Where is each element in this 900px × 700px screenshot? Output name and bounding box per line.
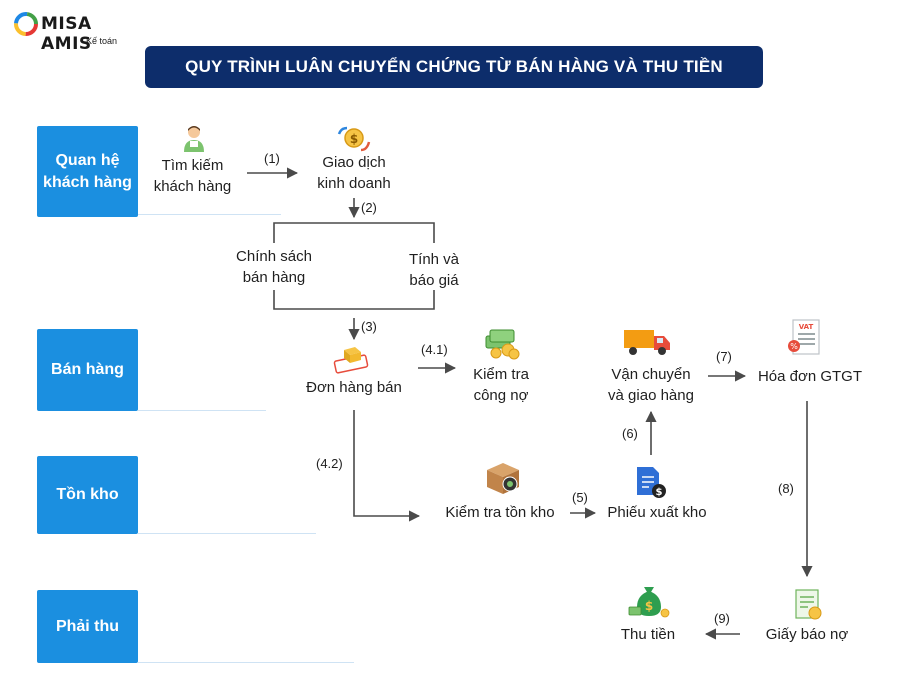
vat-invoice-icon: VAT % bbox=[788, 319, 820, 355]
lane-divider bbox=[138, 662, 354, 663]
node-kiem-tra-cong-no: Kiểm tra công nợ bbox=[473, 366, 529, 404]
step-label-7: (7) bbox=[716, 349, 732, 364]
bracket-top bbox=[273, 222, 435, 243]
svg-text:%: % bbox=[790, 342, 798, 351]
lane-quan-he-khach-hang: Quan hệ khách hàng bbox=[37, 126, 138, 217]
node-thu-tien: Thu tiền bbox=[620, 626, 676, 643]
node-van-chuyen-giao-hang: Vận chuyển và giao hàng bbox=[608, 366, 694, 404]
money-bag-icon: $ bbox=[628, 587, 670, 618]
node-phieu-xuat-kho: Phiếu xuất kho bbox=[607, 504, 707, 521]
lane-ton-kho: Tồn kho bbox=[37, 456, 138, 534]
node-don-hang-ban: Đơn hàng bán bbox=[306, 379, 402, 396]
step-label-6: (6) bbox=[622, 426, 638, 441]
step-label-4-2: (4.2) bbox=[316, 456, 343, 471]
lane-divider bbox=[138, 410, 266, 411]
svg-text:$: $ bbox=[656, 487, 663, 498]
step-label-3: (3) bbox=[361, 319, 377, 334]
arrow-4-2 bbox=[353, 410, 421, 522]
document-dollar-icon: $ bbox=[637, 467, 666, 498]
step-label-8: (8) bbox=[778, 481, 794, 496]
money-exchange-icon: $ bbox=[337, 126, 371, 152]
node-giay-bao-no: Giấy báo nợ bbox=[765, 626, 849, 643]
node-tim-kiem-khach-hang: Tìm kiếm khách hàng bbox=[153, 157, 232, 195]
lane-divider bbox=[138, 214, 281, 215]
step-label-9: (9) bbox=[714, 611, 730, 626]
svg-text:$: $ bbox=[350, 132, 358, 146]
brand-name: MISA AMIS bbox=[41, 14, 92, 54]
brand-sub: Kế toán bbox=[86, 36, 118, 46]
lane-ban-hang: Bán hàng bbox=[37, 329, 138, 411]
page-title: QUY TRÌNH LUÂN CHUYỂN CHỨNG TỪ BÁN HÀNG … bbox=[145, 46, 763, 88]
money-stack-icon bbox=[485, 329, 520, 360]
step-label-2: (2) bbox=[361, 200, 377, 215]
delivery-truck-icon bbox=[624, 330, 670, 355]
step-label-5: (5) bbox=[572, 490, 588, 505]
bracket-bottom bbox=[273, 290, 435, 310]
node-hoa-don-gtgt: Hóa đơn GTGT bbox=[757, 368, 863, 385]
misa-logo-icon bbox=[14, 12, 38, 36]
inventory-box-icon bbox=[487, 463, 519, 494]
step-label-1: (1) bbox=[264, 151, 280, 166]
node-chinh-sach-ban-hang: Chính sách bán hàng bbox=[236, 248, 312, 286]
svg-text:$: $ bbox=[645, 599, 653, 613]
order-icon bbox=[333, 347, 369, 374]
person-icon bbox=[184, 126, 204, 152]
lane-divider bbox=[138, 533, 316, 534]
svg-text:VAT: VAT bbox=[799, 323, 814, 331]
node-kiem-tra-ton-kho: Kiểm tra tồn kho bbox=[445, 504, 555, 521]
step-label-4-1: (4.1) bbox=[421, 342, 448, 357]
brand-logo: MISA AMIS Kế toán bbox=[14, 12, 134, 54]
node-tinh-va-bao-gia: Tính và báo giá bbox=[408, 251, 460, 289]
debit-note-icon bbox=[795, 589, 822, 620]
lane-phai-thu: Phải thu bbox=[37, 590, 138, 663]
node-giao-dich-kinh-doanh: Giao dịch kinh doanh bbox=[317, 154, 391, 192]
